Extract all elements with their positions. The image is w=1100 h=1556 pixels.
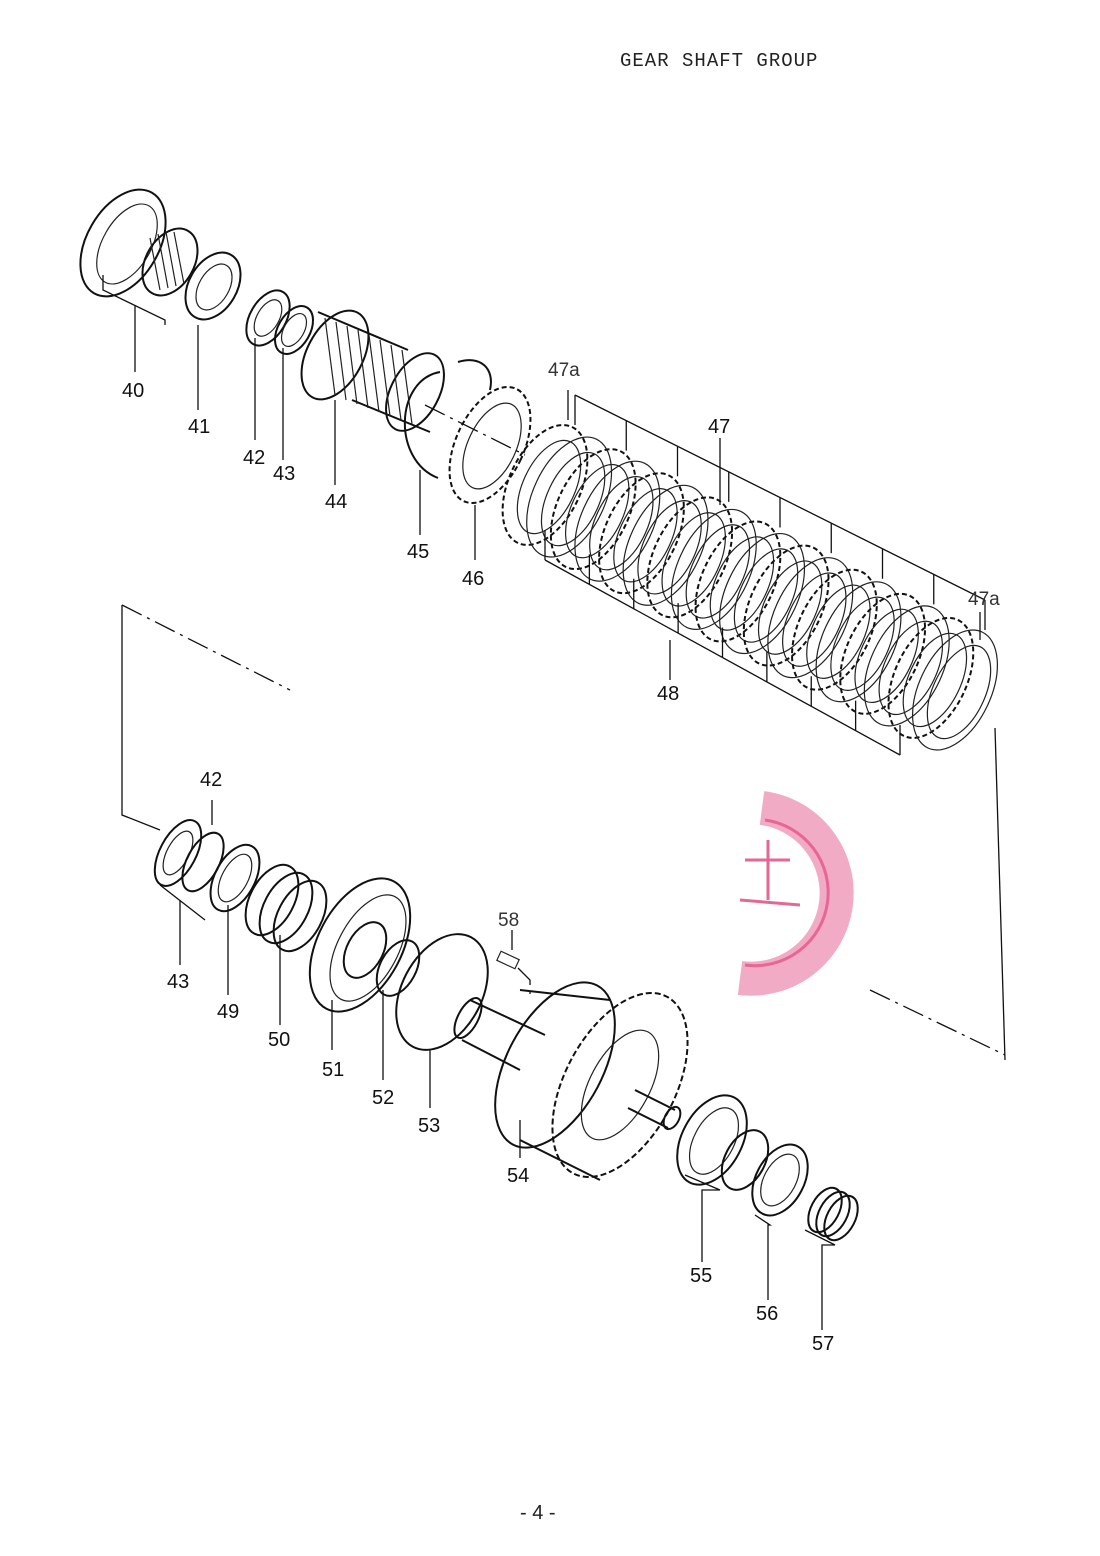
part-label-41: 41	[188, 416, 210, 438]
part-label-46: 46	[462, 568, 484, 590]
bearing-cup-icon	[676, 1094, 770, 1191]
clutch-disc	[598, 472, 685, 595]
page-title: GEAR SHAFT GROUP	[620, 50, 819, 72]
clutch-disc-inner	[709, 536, 775, 631]
part-label-51: 51	[322, 1059, 344, 1081]
large-seal-ring-icon	[395, 933, 489, 1051]
seal-ring-icon	[375, 939, 421, 997]
clutch-disc	[574, 460, 661, 582]
part-label-43-lower: 43	[167, 971, 189, 993]
clutch-disc	[912, 629, 998, 751]
clutch-disc	[694, 520, 782, 643]
gear-shaft-icon	[453, 981, 689, 1181]
part-label-47a-top: 47a	[548, 360, 580, 381]
part-label-55: 55	[690, 1265, 712, 1287]
clutch-disc-inner	[782, 572, 847, 667]
clutch-disc-inner	[806, 584, 871, 679]
clutch-disc-inner	[540, 451, 606, 547]
pin-icon	[496, 950, 531, 1000]
clutch-disc	[646, 496, 734, 619]
clutch-disc	[719, 532, 806, 655]
part-label-40: 40	[122, 380, 144, 402]
spring-washer-icon	[209, 843, 261, 913]
clutch-disc	[863, 605, 950, 727]
splined-hub-icon	[300, 309, 445, 433]
part-label-42-lower: 42	[200, 769, 222, 791]
clutch-disc-inner	[733, 548, 799, 643]
part-label-52: 52	[372, 1087, 394, 1109]
clutch-disc	[742, 544, 830, 667]
lock-nut-icon	[807, 1186, 859, 1242]
part-labels: 40 41 42 43 44 45 46 47a 47 47a 48 42 43…	[122, 360, 1000, 1355]
part-label-50: 50	[268, 1029, 290, 1051]
clutch-disc-inner	[564, 463, 630, 559]
part-label-54: 54	[507, 1165, 529, 1187]
clutch-disc-inner	[854, 608, 919, 704]
clutch-disc-inner	[830, 596, 895, 691]
red-seal-stamp-icon	[737, 791, 854, 996]
part-label-53: 53	[418, 1115, 440, 1137]
clutch-disc-inner	[661, 512, 726, 607]
coil-spring-icon	[244, 863, 328, 953]
clutch-disc	[791, 568, 878, 691]
bearing-ring-icon	[184, 251, 242, 321]
part-label-48: 48	[657, 683, 679, 705]
clutch-disc	[622, 484, 709, 606]
part-label-56: 56	[756, 1303, 778, 1325]
clutch-disc-inner	[589, 475, 654, 571]
part-label-58: 58	[498, 910, 519, 931]
part-label-44: 44	[325, 491, 347, 513]
clutch-disc-inner	[926, 644, 992, 740]
clutch-disc-inner	[902, 632, 968, 728]
clutch-disc	[526, 436, 613, 558]
toothed-plate-icon	[448, 386, 532, 504]
page-number: - 4 -	[520, 1502, 556, 1524]
clutch-disc-inner	[685, 524, 751, 619]
clutch-disc	[839, 592, 927, 715]
part-label-43: 43	[273, 463, 295, 485]
clutch-disc-pack-icon	[501, 394, 998, 756]
clutch-disc-inner	[757, 560, 823, 655]
clutch-disc-inner	[637, 500, 702, 595]
bearing-ring-icon	[751, 1143, 809, 1217]
thrust-washer-icon	[274, 305, 314, 355]
piston-icon	[308, 877, 412, 1013]
clutch-disc	[670, 508, 757, 630]
clutch-disc-inner	[613, 488, 678, 583]
part-label-45: 45	[407, 541, 429, 563]
part-label-47: 47	[708, 416, 730, 438]
snap-ring-icon	[403, 359, 492, 479]
part-label-49: 49	[217, 1001, 239, 1023]
clutch-disc-inner	[878, 620, 944, 716]
bearing-cup-icon	[79, 188, 199, 298]
clutch-disc	[767, 557, 854, 679]
part-label-47a-right: 47a	[968, 589, 1000, 610]
clutch-disc	[815, 581, 902, 703]
thrust-bearing-icon	[245, 289, 291, 347]
part-label-57: 57	[812, 1333, 834, 1355]
clutch-disc	[887, 616, 975, 739]
leader-lines	[102, 275, 981, 1330]
part-label-42: 42	[243, 447, 265, 469]
clutch-disc	[501, 424, 589, 546]
